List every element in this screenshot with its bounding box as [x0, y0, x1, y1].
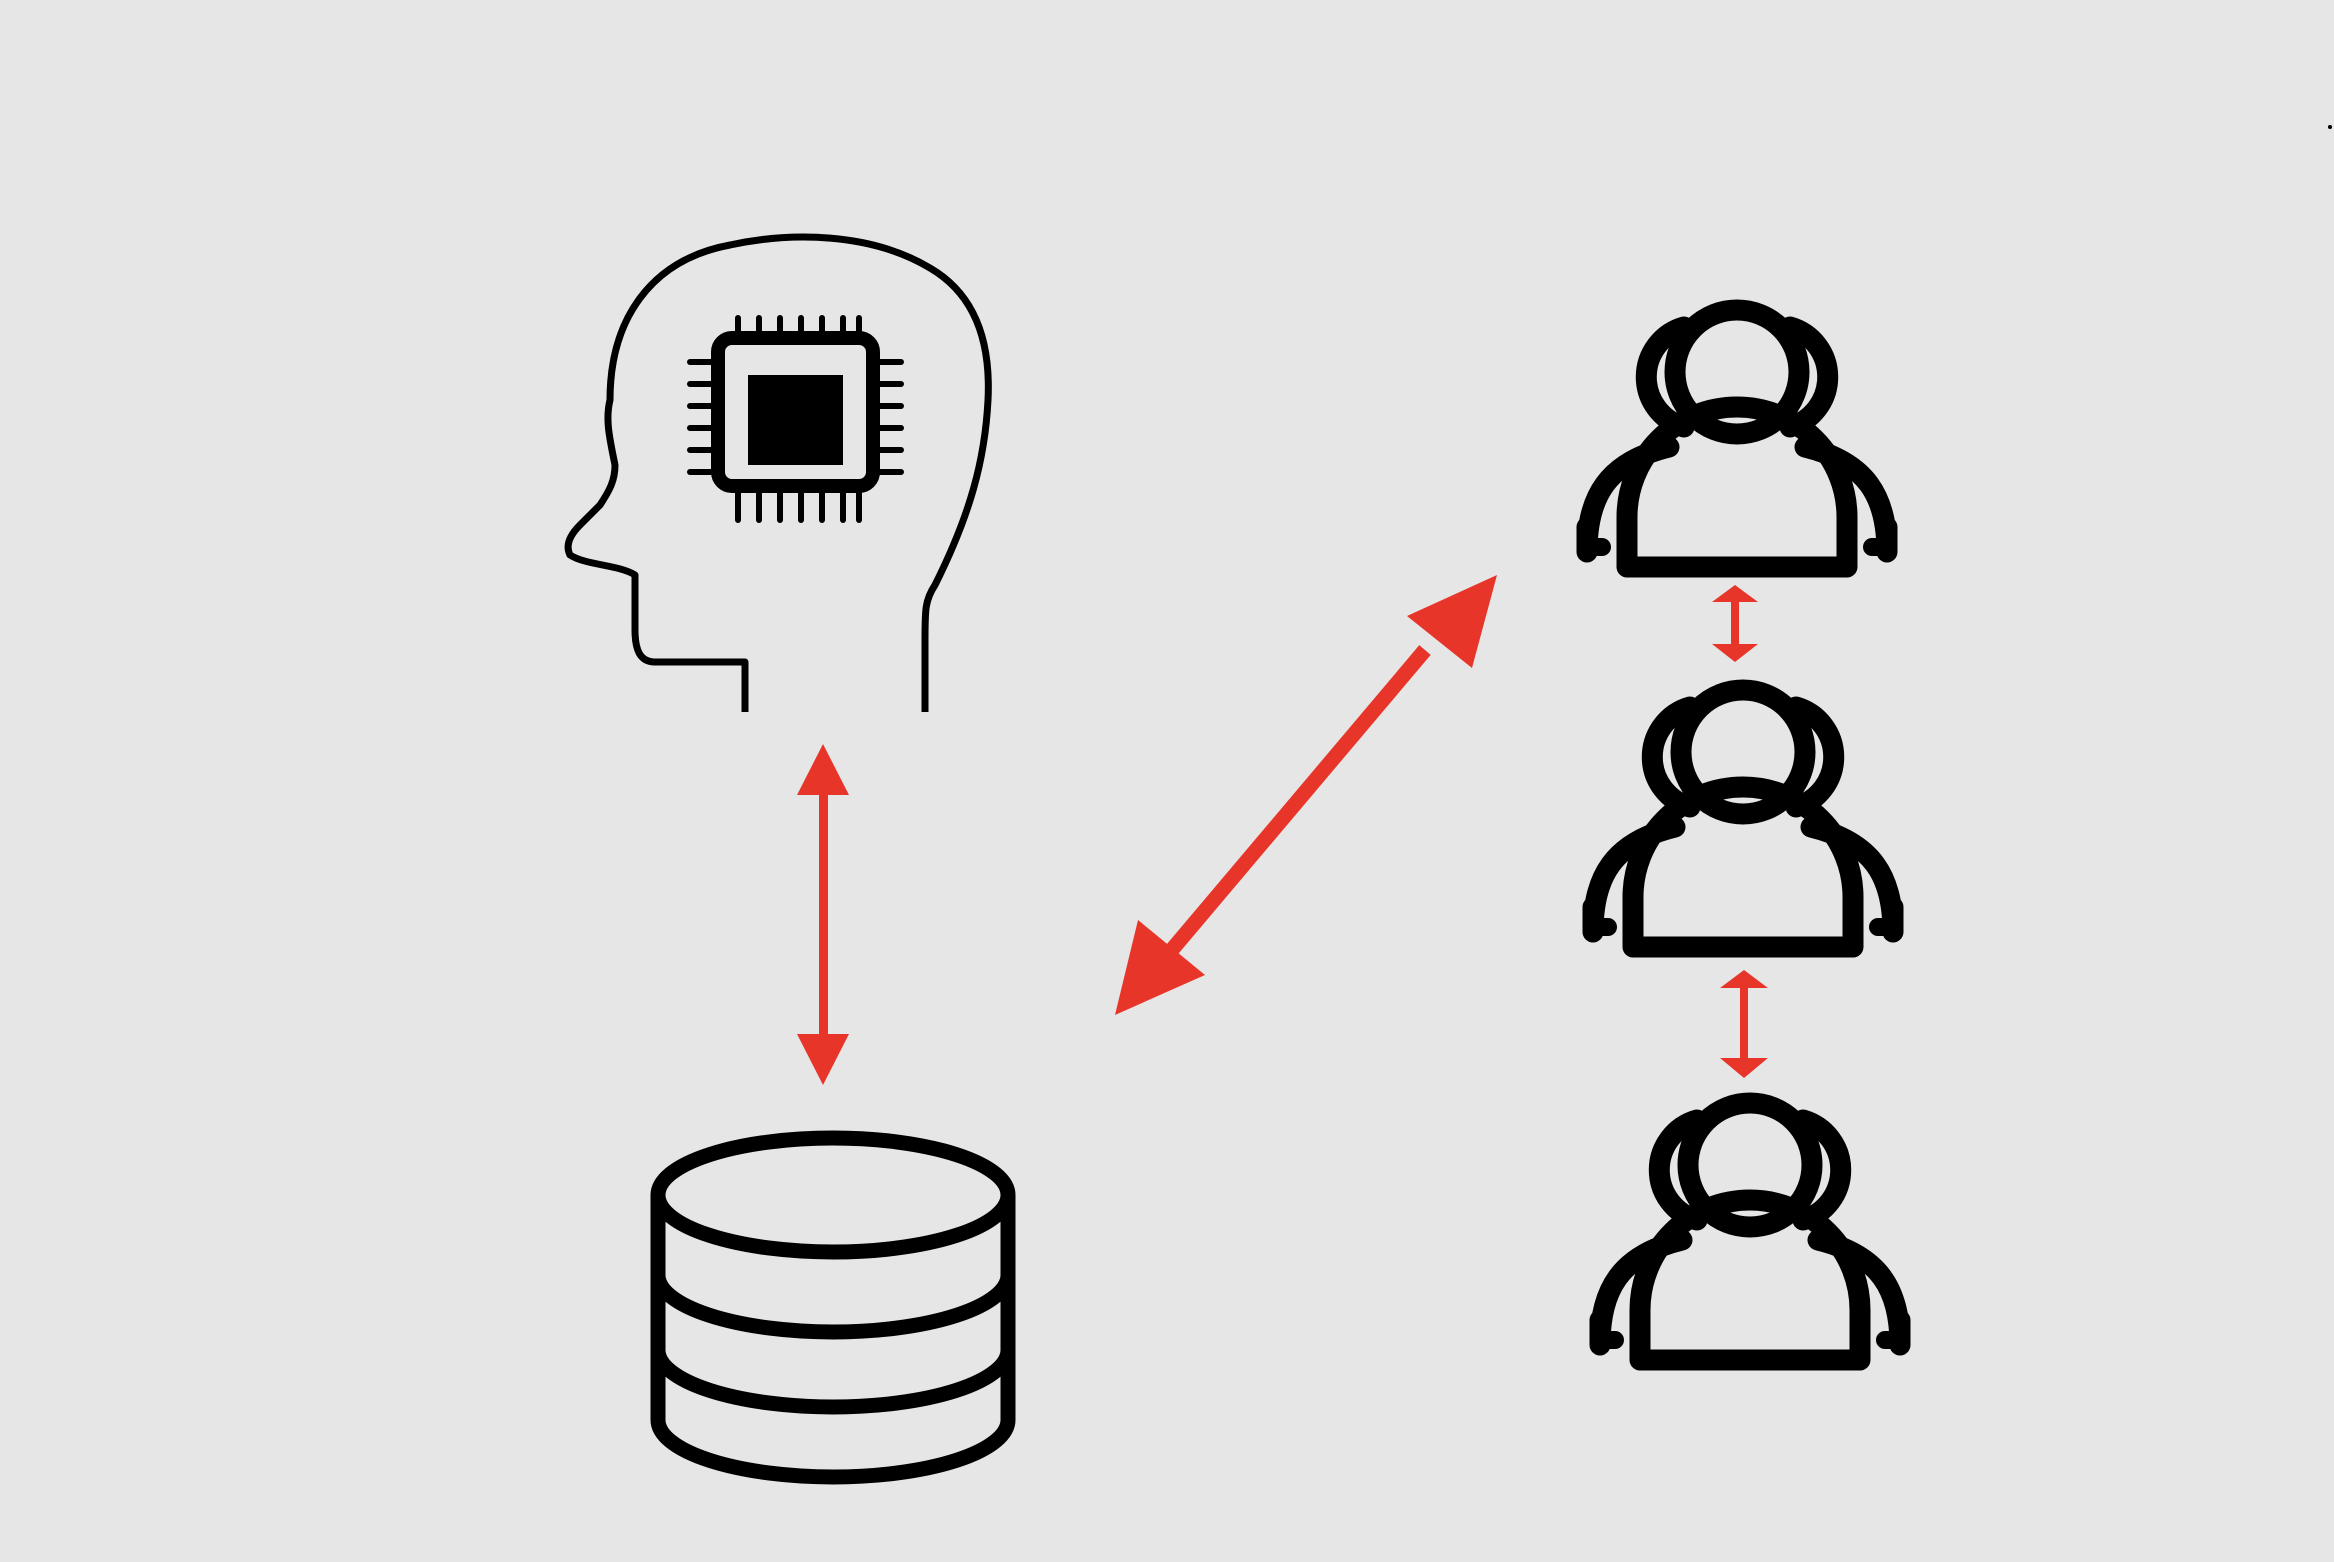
database-top: [650, 1130, 1016, 1260]
user-group-icon: [1587, 310, 1887, 567]
chip-pins-right: [870, 359, 904, 475]
chip-outer: [711, 331, 880, 493]
chip-pins-top: [735, 315, 862, 341]
database-body: [650, 1195, 1016, 1485]
ai-head-chip-icon: [564, 233, 992, 712]
arrow-database-users: [1115, 575, 1497, 1015]
chip-pins-bottom: [735, 483, 862, 523]
edge-mark: [2328, 125, 2332, 129]
user-group-icon: [1593, 690, 1893, 947]
arrow-users-2-3: [1720, 970, 1768, 1078]
database-ring-1: [650, 1274, 1016, 1340]
database-icon: [650, 1130, 1016, 1485]
arrow-users-1-2: [1712, 585, 1758, 662]
user-group-icon: [1600, 1103, 1900, 1360]
database-ring-2: [650, 1349, 1016, 1415]
chip-core: [748, 375, 843, 465]
head-outline: [564, 233, 992, 712]
chip-pins-left: [687, 359, 721, 475]
arrow-ai-database: [797, 744, 849, 1085]
